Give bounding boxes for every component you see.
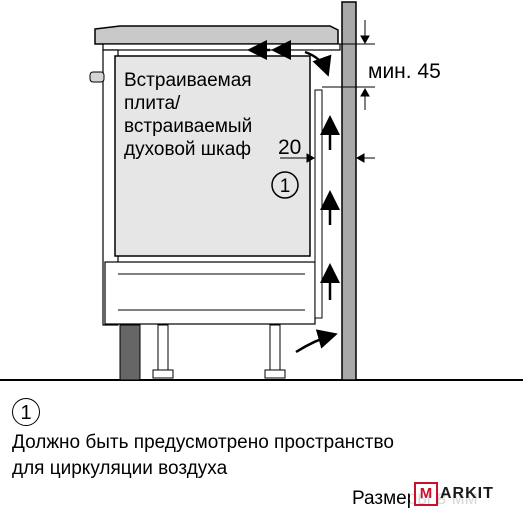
wall	[341, 1, 357, 381]
note-callout-number: 1	[12, 398, 40, 426]
appliance-label-line-1: Встраиваемая	[124, 70, 252, 91]
cabinet-leg-left-foot	[152, 369, 174, 379]
cabinet-leg-left	[157, 324, 169, 374]
plinth	[119, 324, 141, 381]
airflow-arrows	[247, 40, 340, 354]
dimension-side	[280, 153, 375, 163]
watermark-logo-mark: M	[414, 482, 438, 506]
rear-panel	[314, 89, 323, 319]
callout-number: 1	[280, 176, 291, 197]
dimension-top-label: мин. 45	[368, 60, 441, 83]
oven-handle	[89, 71, 105, 83]
cabinet-leg-right	[269, 324, 281, 374]
note-text-line-2: для циркуляции воздуха	[12, 458, 228, 479]
appliance-label-line-2: плита/	[124, 93, 181, 114]
callout-circle	[271, 171, 299, 199]
appliance-label-line-4: духовой шкаф	[124, 139, 251, 160]
hob	[94, 25, 339, 45]
watermark-logo: M ARKIT	[410, 482, 498, 506]
airflow-arrow-curve	[304, 50, 332, 77]
cabinet-leg-right-foot	[264, 369, 286, 379]
dimension-side-label: 20	[278, 136, 301, 159]
airflow-arrow-in	[295, 329, 338, 354]
countertop	[102, 43, 341, 51]
note-text-line-1: Должно быть предусмотрено пространство	[12, 432, 394, 453]
watermark-logo-text: ARKIT	[440, 485, 494, 502]
lower-cabinet	[104, 261, 316, 325]
note-text: Должно быть предусмотрено пространство д…	[12, 430, 512, 482]
appliance-label-line-3: встраиваемый	[124, 116, 252, 137]
appliance-body	[114, 55, 311, 257]
installation-diagram: Встраиваемая плита/ встраиваемый духовой…	[0, 1, 523, 381]
dimension-top	[322, 20, 375, 110]
